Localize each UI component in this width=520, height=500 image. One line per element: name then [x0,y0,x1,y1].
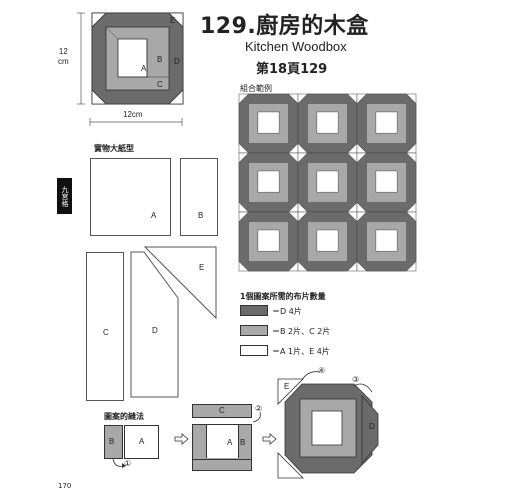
template-d [130,251,179,398]
legend-text: ＝A 1片、E 4片 [272,347,330,356]
block-label-e: E [170,16,176,25]
combo-block-center [375,170,398,193]
book-page-ref: 第18頁129 [256,62,328,77]
step3-piece-d [361,394,379,465]
template-label: 實物大紙型 [94,144,134,153]
sewing-heading: 圖案的縫法 [104,412,144,421]
legend-text: ＝D 4片 [272,307,302,316]
legend-swatch [240,325,268,336]
step2-number: ② [255,404,263,413]
page-title: 129.廚房的木盒 [200,14,369,39]
template-c-label: C [103,328,109,337]
legend-swatch [240,345,268,356]
block-label-b: B [157,55,163,64]
template-b: B [180,158,218,236]
combo-block-center [257,111,280,134]
step1-piece-a: A [124,425,159,459]
english-title: Kitchen Woodbox [245,39,347,54]
step3-arrow [353,383,373,393]
block-label-a: A [141,64,147,73]
page-number: 170 [58,482,72,490]
height-dimension-line [77,12,85,105]
template-d-label: D [152,326,158,335]
template-c: C [86,252,124,401]
template-b-label: B [198,211,204,220]
step3-label-d: D [369,422,375,431]
fabric-count-heading: 1個圖案所需的布片數量 [240,292,326,301]
combo-block-center [316,111,339,134]
template-a-label: A [151,211,157,220]
width-label: 12cm [121,110,145,119]
step2-arrow [252,411,261,423]
combination-grid [238,93,417,272]
combo-block-center [375,229,398,252]
step3-number: ③ [352,375,360,384]
step4-piece-e-bottom [277,452,304,479]
legend-swatch [240,305,268,316]
combo-block-center [316,229,339,252]
step1-piece-b: B [104,425,123,459]
step2-block: A B [192,424,252,461]
block-diagram-svg [91,12,184,105]
height-label: 12 cm [58,47,69,66]
template-e-label: E [199,263,205,272]
combo-block-center [257,170,280,193]
legend-text: ＝B 2片、C 2片 [272,327,331,336]
step2-piece-c-top: C [192,404,252,418]
step2-piece-c-bottom [192,459,252,471]
template-a: A [90,158,171,236]
combo-block-center [375,111,398,134]
step-arrow-2 [262,433,277,445]
step-arrow-1 [174,433,189,445]
step4-label-e: E [284,382,290,391]
combination-label: 組合範例 [240,84,272,93]
width-dimension-line [89,118,183,126]
combo-block-center [316,170,339,193]
template-e [143,246,217,320]
step4-piece-e-top [277,378,304,405]
block-label-c: C [157,80,163,89]
step4-arrow [301,371,321,381]
step1-number: ① [124,459,132,468]
step4-number: ④ [318,366,326,375]
side-tab: 九宮格 [57,178,72,214]
block-label-d: D [174,57,180,66]
combo-block-center [257,229,280,252]
step1-arrow [112,458,126,468]
step3-octagon [284,383,373,474]
